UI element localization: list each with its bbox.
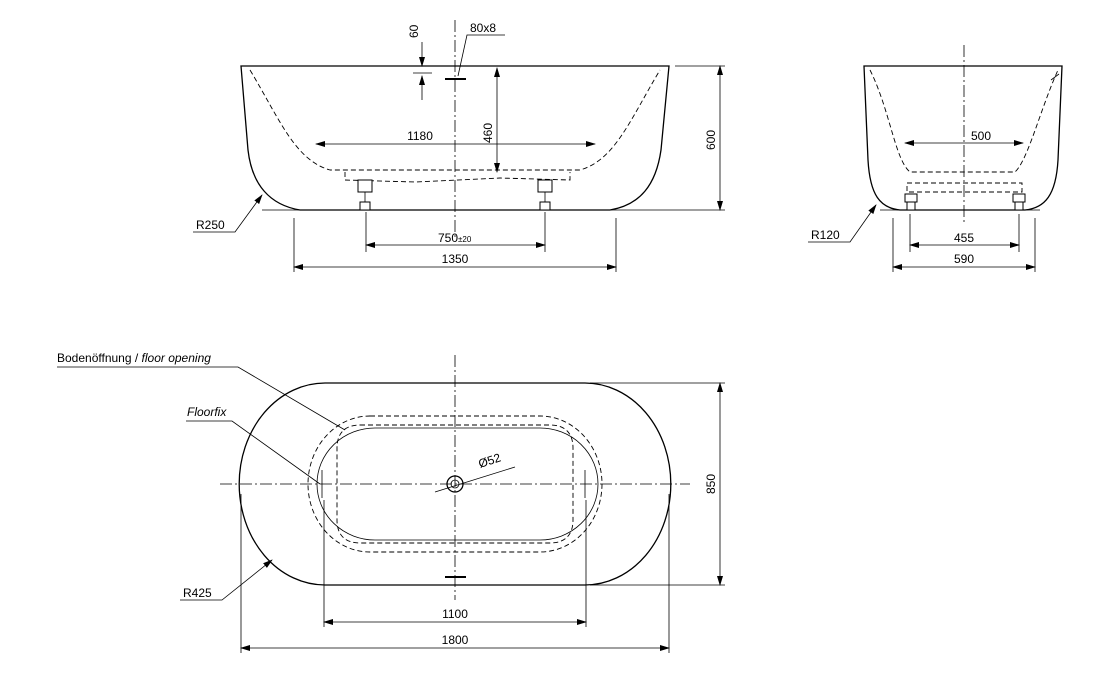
side-left-foot — [904, 193, 918, 211]
drain-size-leader — [457, 34, 505, 77]
drain-inner-ring — [450, 479, 460, 489]
drain-diameter-leader — [434, 466, 516, 493]
dim-590-label: 590 — [954, 252, 974, 266]
front-right-foot — [537, 179, 553, 211]
dim-1800-label: 1800 — [442, 633, 469, 647]
front-left-foot — [357, 179, 373, 211]
dim-600-label: 600 — [704, 130, 718, 150]
dim-460-label: 460 — [481, 123, 495, 143]
dim-60-label: 60 — [407, 24, 421, 38]
drain-size-label: 80x8 — [470, 21, 496, 35]
dim-750-label: 750±20 — [438, 231, 472, 245]
radius-250-label: R250 — [196, 218, 225, 232]
floorfix-leader — [186, 420, 321, 485]
top-inner-basin — [316, 427, 599, 541]
front-view: 60 80x8 460 1180 600 7 — [193, 20, 725, 272]
side-inner-bottom — [906, 182, 1023, 193]
floor-opening-label-de: Bodenöffnung / — [57, 351, 139, 365]
top-view: Ø52 Bodenöffnung / floor opening Floorfi… — [57, 351, 725, 653]
dim-1100-label: 1100 — [442, 607, 468, 621]
dim-1180-label: 1180 — [407, 129, 433, 143]
drain-icon — [446, 475, 464, 493]
side-right-foot — [1012, 193, 1026, 211]
side-inner-contour — [869, 69, 1059, 173]
top-inner-contour-outer — [307, 415, 603, 553]
dim-455-label: 455 — [954, 231, 974, 245]
floor-opening-label-en: floor opening — [142, 351, 212, 365]
dim-750-tolerance: ±20 — [458, 235, 472, 244]
radius-120-label: R120 — [811, 228, 840, 242]
dim-850-label: 850 — [704, 474, 718, 494]
front-inner-bottom — [344, 172, 571, 183]
floor-opening-leader — [57, 366, 346, 431]
radius-425-leader — [180, 559, 273, 601]
top-view-outline — [238, 382, 672, 586]
dim-500-label: 500 — [971, 129, 991, 143]
radius-250-leader — [193, 194, 263, 233]
side-view-outline — [863, 65, 1063, 211]
floor-opening-label: Bodenöffnung / floor opening — [57, 351, 211, 365]
dim-1350-label: 1350 — [442, 252, 469, 266]
side-view: 500 455 590 R120 — [808, 45, 1063, 272]
side-tick-mark — [1050, 73, 1060, 81]
drain-diameter-label: Ø52 — [477, 450, 503, 470]
radius-120-leader — [808, 204, 877, 243]
top-floor-opening — [336, 424, 574, 544]
radius-425-label: R425 — [183, 586, 212, 600]
floorfix-label: Floorfix — [187, 405, 227, 419]
dim-750-value: 750 — [438, 231, 458, 245]
